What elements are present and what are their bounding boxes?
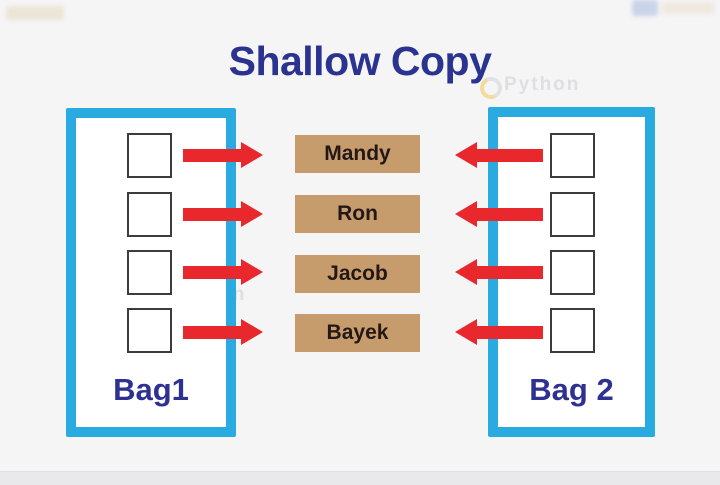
shared-object-box: Ron	[295, 195, 420, 233]
arrow-right-icon	[183, 142, 263, 168]
top-left-watermark	[6, 6, 64, 20]
top-right-logo-watermark	[632, 0, 658, 16]
arrow-left-icon	[455, 259, 543, 285]
bottom-edge-strip	[0, 471, 720, 485]
bag1-slot-2	[127, 192, 172, 237]
python-watermark-label: Python	[504, 74, 581, 95]
shared-object-box: Jacob	[295, 255, 420, 293]
arrow-right-icon	[183, 319, 263, 345]
top-right-watermark	[662, 2, 714, 14]
bag2-slot-1	[550, 133, 595, 178]
bag2-slot-4	[550, 308, 595, 353]
bag2-slot-3	[550, 250, 595, 295]
page-title: Shallow Copy	[228, 38, 492, 84]
python-logo-icon	[476, 73, 506, 103]
arrow-left-icon	[455, 142, 543, 168]
python-watermark: Python	[476, 73, 581, 103]
bag2-label: Bag 2	[529, 372, 614, 407]
arrow-left-icon	[455, 319, 543, 345]
arrow-right-icon	[183, 259, 263, 285]
arrow-left-icon	[455, 201, 543, 227]
arrow-right-icon	[183, 201, 263, 227]
bag1-slot-1	[127, 133, 172, 178]
bag1-slot-4	[127, 308, 172, 353]
bag2-slot-2	[550, 192, 595, 237]
bag1-label: Bag1	[113, 372, 189, 407]
shared-object-box: Bayek	[295, 314, 420, 352]
shared-object-box: Mandy	[295, 135, 420, 173]
bag1-slot-3	[127, 250, 172, 295]
